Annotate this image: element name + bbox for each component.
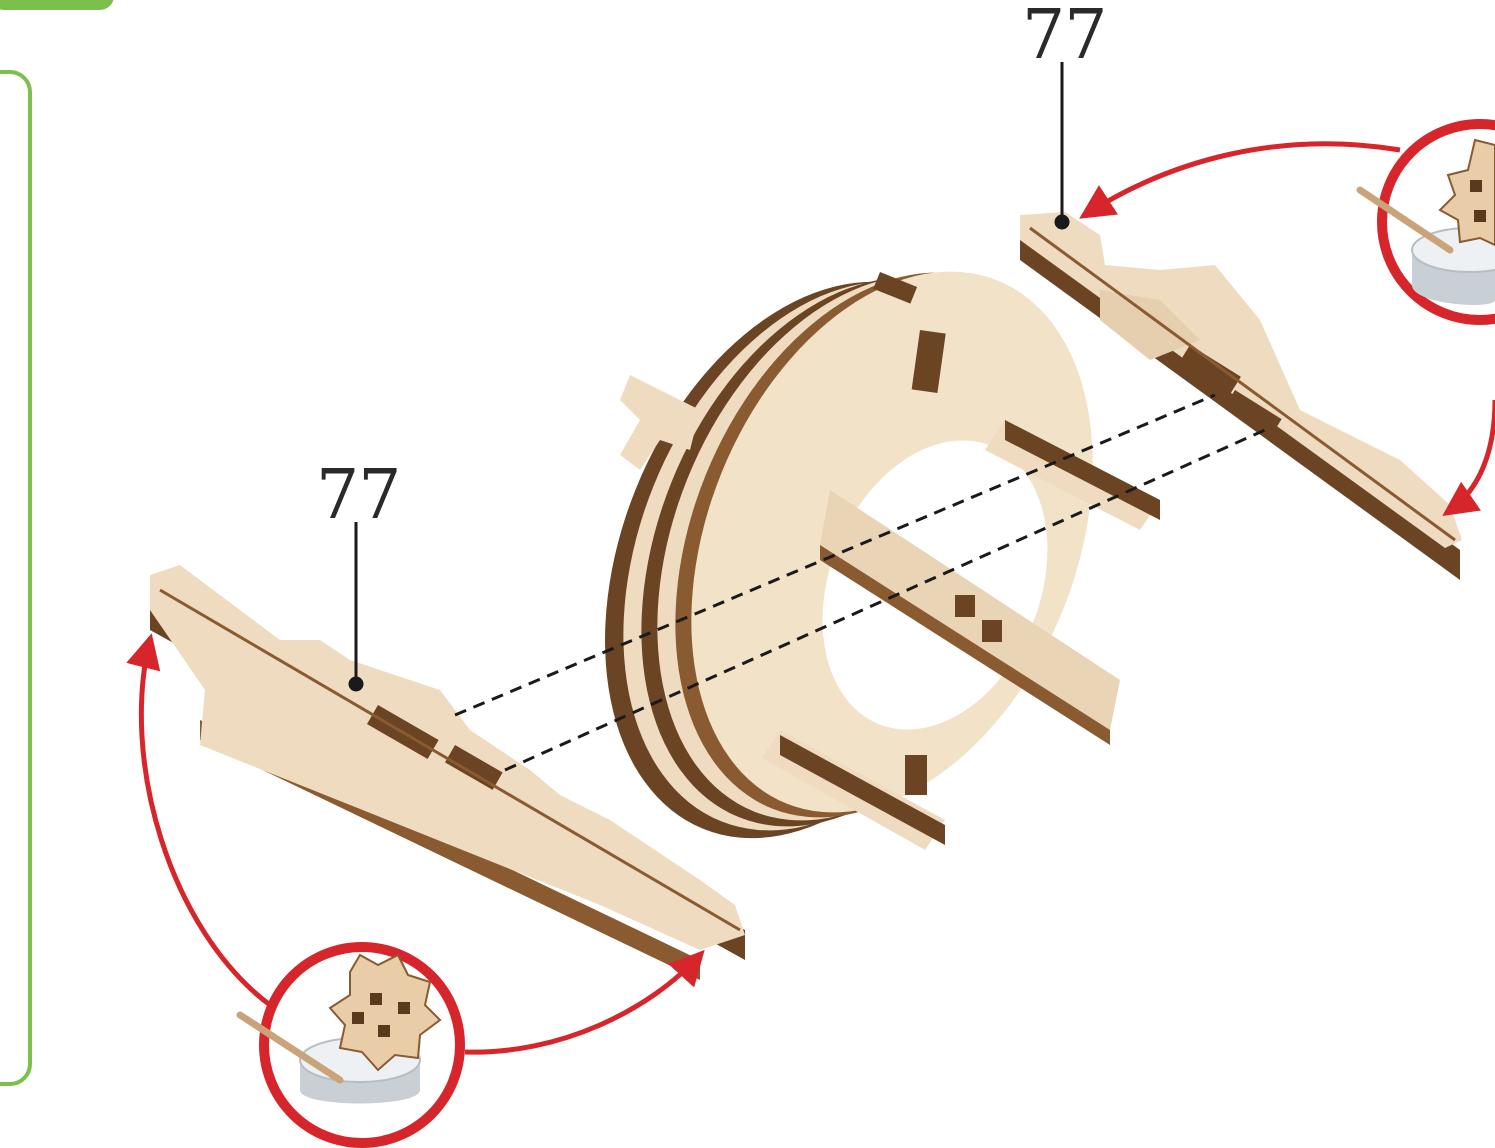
part-number-label: 77 bbox=[1022, 2, 1107, 70]
glue-callout-left bbox=[240, 947, 460, 1143]
part-number-label: 77 bbox=[316, 462, 401, 530]
ring-assembly bbox=[527, 212, 1168, 900]
glue-callout-right bbox=[1360, 124, 1495, 320]
curved-arrow-icon bbox=[1085, 144, 1400, 215]
curved-arrow-icon bbox=[1448, 400, 1495, 512]
curved-arrow-icon bbox=[465, 955, 700, 1052]
